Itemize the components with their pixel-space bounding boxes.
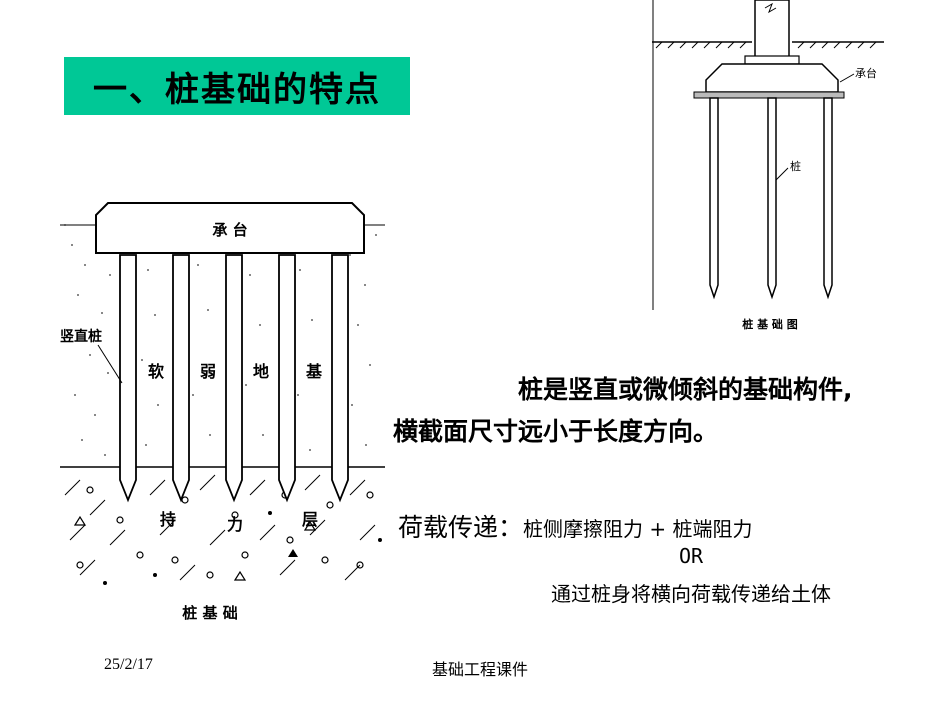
soft-layer-char: 软 — [148, 362, 164, 381]
load-transfer-text: 桩侧摩擦阻力 + 桩端阻力 — [523, 517, 753, 541]
left-diagram-caption: 桩 基 础 — [182, 604, 237, 622]
footer-course: 基础工程课件 — [432, 660, 529, 679]
bearing-layer-char: 持 — [160, 510, 176, 529]
bearing-layer-char: 层 — [302, 510, 318, 529]
pile-foundation-diagram: 承 台 竖直桩 软 弱 地 基 持 力 层 桩 基 础 — [60, 202, 385, 622]
lateral-load-text: 通过桩身将横向荷载传递给土体 — [551, 582, 831, 606]
definition-line-1: 桩是竖直或微倾斜的基础构件, — [518, 375, 853, 404]
slide-title: 一、桩基础的特点 — [64, 57, 410, 115]
right-diagram-caption: 桩 基 础 图 — [742, 317, 798, 331]
right-cap-label: 承台 — [855, 66, 877, 80]
bearing-layer-char: 力 — [227, 515, 243, 534]
vertical-pile-label: 竖直桩 — [60, 328, 102, 345]
soft-layer-char: 地 — [253, 362, 269, 381]
soft-layer-char: 弱 — [200, 362, 216, 381]
footer-date: 25/2/17 — [104, 656, 153, 673]
definition-line-2: 横截面尺寸远小于长度方向。 — [393, 417, 719, 446]
load-transfer-label: 荷载传递： — [398, 513, 524, 542]
right-pile-label: 桩 — [790, 159, 801, 173]
pile-cap-label: 承 台 — [212, 221, 247, 239]
pile-foundation-schematic: 承台 桩 桩 基 础 图 — [652, 0, 884, 331]
soft-layer-char: 基 — [305, 362, 323, 381]
or-text: OR — [679, 544, 704, 568]
load-transfer-row: 荷载传递：桩侧摩擦阻力 + 桩端阻力 — [398, 508, 753, 544]
